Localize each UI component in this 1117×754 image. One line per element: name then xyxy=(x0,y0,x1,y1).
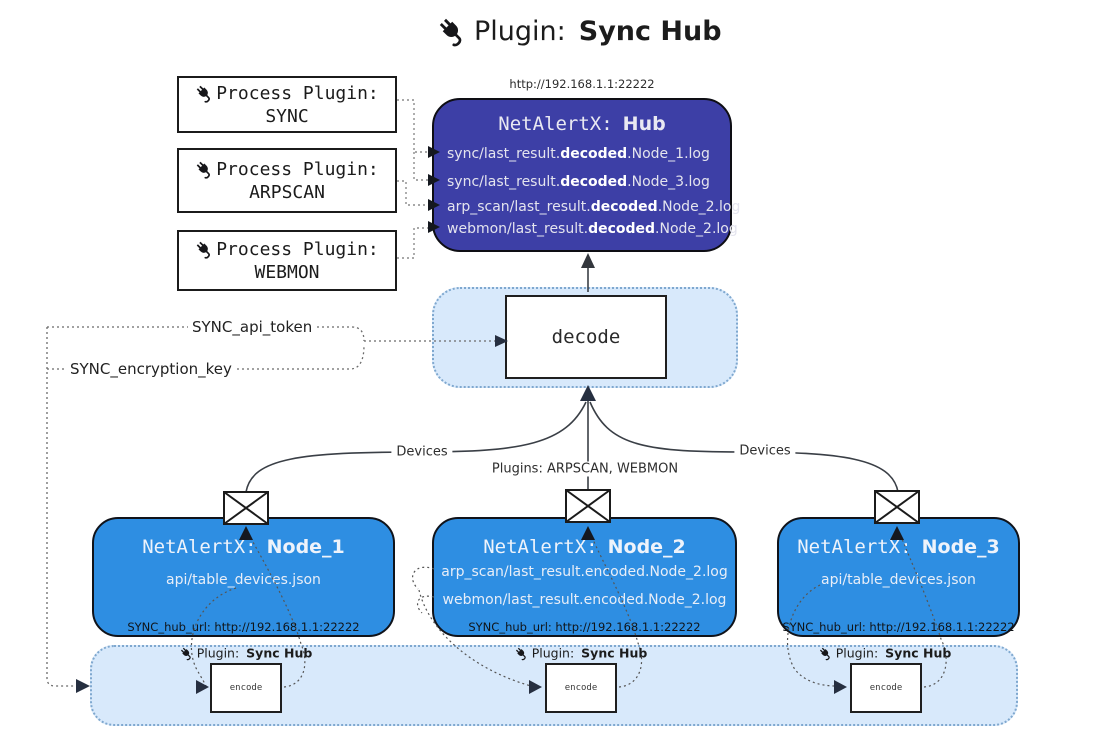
hub-log-line: sync/last_result.decoded.Node_3.log xyxy=(447,174,710,190)
process-plugin-name: ARPSCAN xyxy=(249,181,325,203)
encoder-plugin-label: Plugin:Sync Hub xyxy=(180,646,312,661)
node-file: webmon/last_result.encoded.Node_2.log xyxy=(442,592,727,608)
node-title: NetAlertX:Node_3 xyxy=(797,536,1000,558)
encoder-plugin-label: Plugin:Sync Hub xyxy=(515,646,647,661)
plug-icon xyxy=(195,84,214,103)
process-plugin-name: WEBMON xyxy=(254,261,320,283)
process-plugin-box-webmon: Process Plugin: WEBMON xyxy=(177,230,397,291)
page-title-bold: Sync Hub xyxy=(578,16,722,47)
hub-log-line: sync/last_result.decoded.Node_1.log xyxy=(447,146,710,162)
page-title: Plugin: Sync Hub xyxy=(437,16,722,47)
encode-box: encode xyxy=(545,663,617,713)
node-hub-url: SYNC_hub_url: http://192.168.1.1:22222 xyxy=(127,620,360,634)
node-hub-url: SYNC_hub_url: http://192.168.1.1:22222 xyxy=(782,620,1015,634)
node-title: NetAlertX:Node_2 xyxy=(483,536,686,558)
hub-box: NetAlertX: Hub sync/last_result.decoded.N… xyxy=(432,98,740,252)
process-plugin-box-sync: Process Plugin: SYNC xyxy=(177,76,397,133)
decode-box: decode xyxy=(505,295,667,379)
hub-title-prefix: NetAlertX: xyxy=(498,113,613,135)
node-box-node3: NetAlertX:Node_3 api/table_devices.json … xyxy=(777,517,1020,637)
node-file: api/table_devices.json xyxy=(166,572,321,588)
arrowhead-into-encodeband xyxy=(76,679,90,693)
hub-log-line: webmon/last_result.decoded.Node_2.log xyxy=(447,221,738,237)
process-plugin-box-arpscan: Process Plugin: ARPSCAN xyxy=(177,148,397,213)
edge-label-devices-left: Devices xyxy=(391,444,453,460)
node-box-node1: NetAlertX:Node_1 api/table_devices.json … xyxy=(92,517,395,637)
edge-label-plugins-mid: Plugins: ARPSCAN, WEBMON xyxy=(486,461,684,477)
process-plugin-name: SYNC xyxy=(265,105,309,127)
node-file: api/table_devices.json xyxy=(821,572,976,588)
hub-title: NetAlertX: Hub xyxy=(434,113,730,135)
page-title-prefix: Plugin: xyxy=(474,16,566,47)
node-file: arp_scan/last_result.encoded.Node_2.log xyxy=(441,564,728,580)
edge-sync-hubline1 xyxy=(397,99,428,153)
process-plugin-label: Process Plugin: xyxy=(216,158,379,180)
plug-icon xyxy=(195,160,214,179)
encode-box: encode xyxy=(850,663,922,713)
edge-sync-hubline2 xyxy=(413,152,428,181)
sync-encryption-key-label: SYNC_encryption_key xyxy=(66,360,236,378)
plug-icon xyxy=(195,240,214,259)
encoder-plugin-label: Plugin:Sync Hub xyxy=(819,646,951,661)
node-title: NetAlertX:Node_1 xyxy=(142,536,345,558)
hub-title-bold: Hub xyxy=(622,113,666,135)
hub-log-line: arp_scan/last_result.decoded.Node_2.log xyxy=(447,199,741,215)
edge-webmon-hubline4 xyxy=(397,227,428,259)
edge-label-devices-right: Devices xyxy=(734,443,796,459)
sync-api-token-label: SYNC_api_token xyxy=(188,318,317,336)
node-hub-url: SYNC_hub_url: http://192.168.1.1:22222 xyxy=(468,620,701,634)
edge-arpscan-hubline3 xyxy=(397,180,428,206)
node-box-node2: NetAlertX:Node_2 arp_scan/last_result.en… xyxy=(432,517,737,637)
plug-icon xyxy=(515,646,529,660)
plug-icon xyxy=(819,646,833,660)
plug-icon xyxy=(437,16,468,47)
encode-box: encode xyxy=(210,663,282,713)
process-plugin-label: Process Plugin: xyxy=(216,238,379,260)
curl-node2-file1 xyxy=(412,566,435,590)
edge-tokens-encoders xyxy=(46,327,76,687)
process-plugin-label: Process Plugin: xyxy=(216,82,379,104)
plug-icon xyxy=(180,646,194,660)
arrowhead-into-hub xyxy=(581,253,595,268)
hub-url-label: http://192.168.1.1:22222 xyxy=(509,77,655,91)
